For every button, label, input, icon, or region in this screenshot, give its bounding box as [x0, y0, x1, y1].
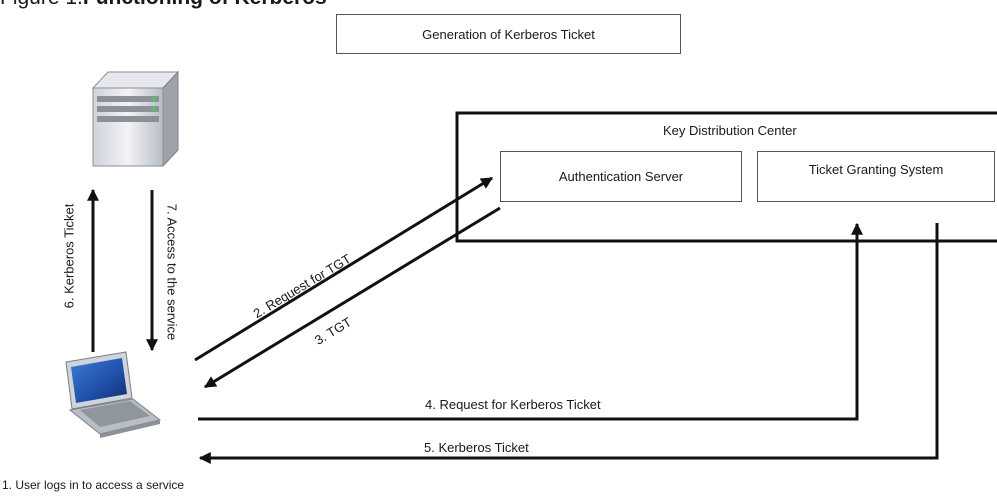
figure-prefix: Figure 1. [0, 0, 83, 9]
authentication-server-label: Authentication Server [558, 169, 684, 184]
header-box-label: Generation of Kerberos Ticket [422, 26, 595, 42]
header-box: Generation of Kerberos Ticket [336, 14, 681, 54]
step-1-label: 1. User logs in to access a service [2, 478, 185, 492]
arrow-step-5 [198, 223, 939, 464]
kdc-box [455, 111, 997, 243]
server-icon [91, 70, 180, 168]
step-4-label: 4. Request for Kerberos Ticket [425, 397, 601, 412]
step-7-label: 7. Access to the service [164, 203, 180, 341]
kdc-title: Key Distribution Center [663, 123, 797, 138]
arrow-step-4 [198, 222, 863, 421]
step-6-label: 6. Kerberos Ticket [61, 203, 77, 309]
authentication-server-box: Authentication Server [500, 151, 742, 202]
ticket-granting-system-box: Ticket Granting System [757, 151, 995, 202]
figure-title: Figure 1.Functioning of Kerberos [0, 0, 327, 10]
arrow-step-3 [203, 206, 501, 389]
step-5-label: 5. Kerberos Ticket [424, 440, 529, 455]
ticket-granting-system-label: Ticket Granting System [808, 162, 944, 177]
laptop-icon [65, 351, 162, 438]
figure-title-text: Functioning of Kerberos [83, 0, 327, 9]
arrow-step-2 [194, 176, 494, 362]
